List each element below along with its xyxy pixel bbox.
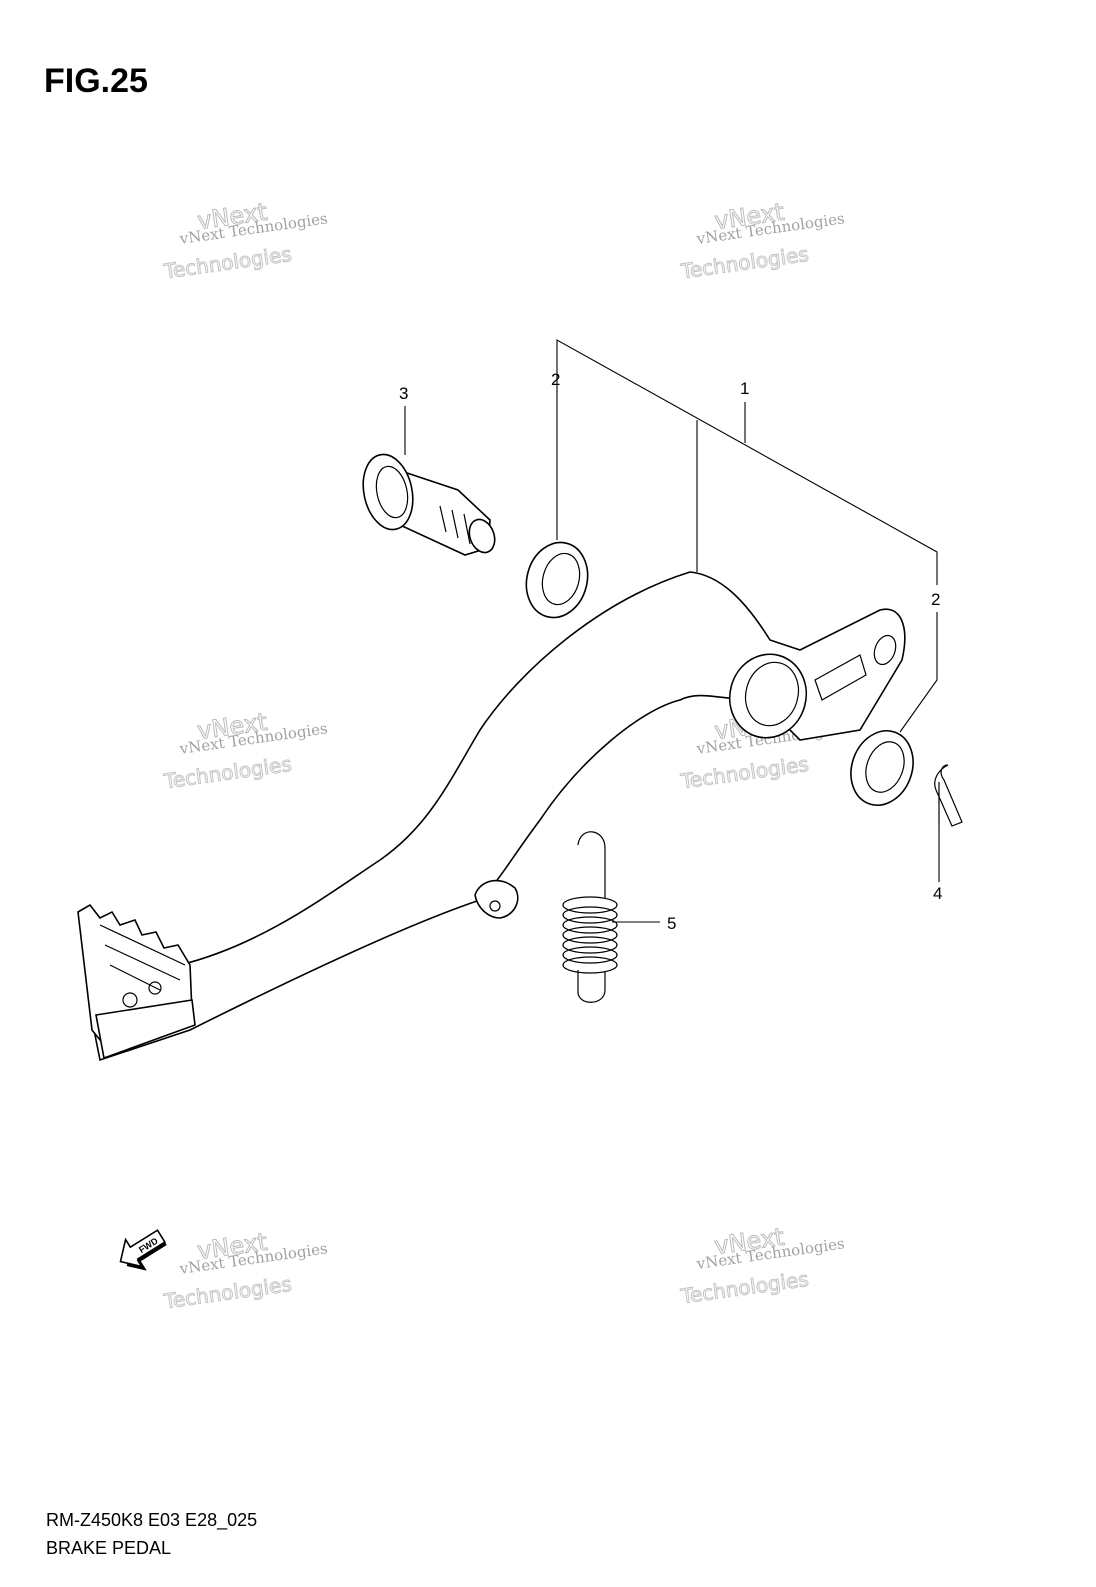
- callout-3: 3: [399, 384, 408, 403]
- washer-upper: [525, 541, 589, 619]
- diagram-name: BRAKE PEDAL: [46, 1538, 172, 1558]
- watermark-text: Technologies: [679, 752, 811, 794]
- watermark: vNext vNext Technologies Technologies: [678, 197, 846, 284]
- watermark: vNext vNext Technologies Technologies: [161, 197, 329, 284]
- watermark: vNext vNext Technologies Technologies: [161, 707, 329, 794]
- watermark: vNext vNext Technologies Technologies: [161, 1227, 329, 1314]
- fwd-arrow-icon: FWD: [119, 1229, 167, 1271]
- watermark: vNext vNext Technologies Technologies: [678, 1222, 846, 1309]
- leader-line-2b: [899, 612, 938, 733]
- leader-bracket: [556, 339, 938, 585]
- callout-1: 1: [740, 379, 749, 398]
- pivot-bolt: [362, 453, 496, 556]
- callout-4: 4: [933, 884, 942, 903]
- leader-lines: [404, 339, 940, 923]
- watermark-text: Technologies: [162, 242, 294, 284]
- callout-2: 2: [931, 590, 940, 609]
- cotter-pin: [934, 764, 963, 827]
- figure-title: FIG.25: [44, 62, 148, 100]
- spring-coils: [562, 896, 618, 974]
- diagram-code: RM-Z450K8 E03 E28_025: [46, 1510, 258, 1530]
- watermark-text: Technologies: [679, 242, 811, 284]
- watermark-text: Technologies: [162, 752, 294, 794]
- return-spring: [562, 831, 618, 1003]
- watermark-text: Technologies: [162, 1272, 294, 1314]
- callout-5: 5: [667, 914, 676, 933]
- washer-lower: [850, 730, 914, 806]
- brake-pedal: [77, 571, 906, 1062]
- callout-2: 2: [551, 370, 560, 389]
- watermark-text: Technologies: [679, 1267, 811, 1309]
